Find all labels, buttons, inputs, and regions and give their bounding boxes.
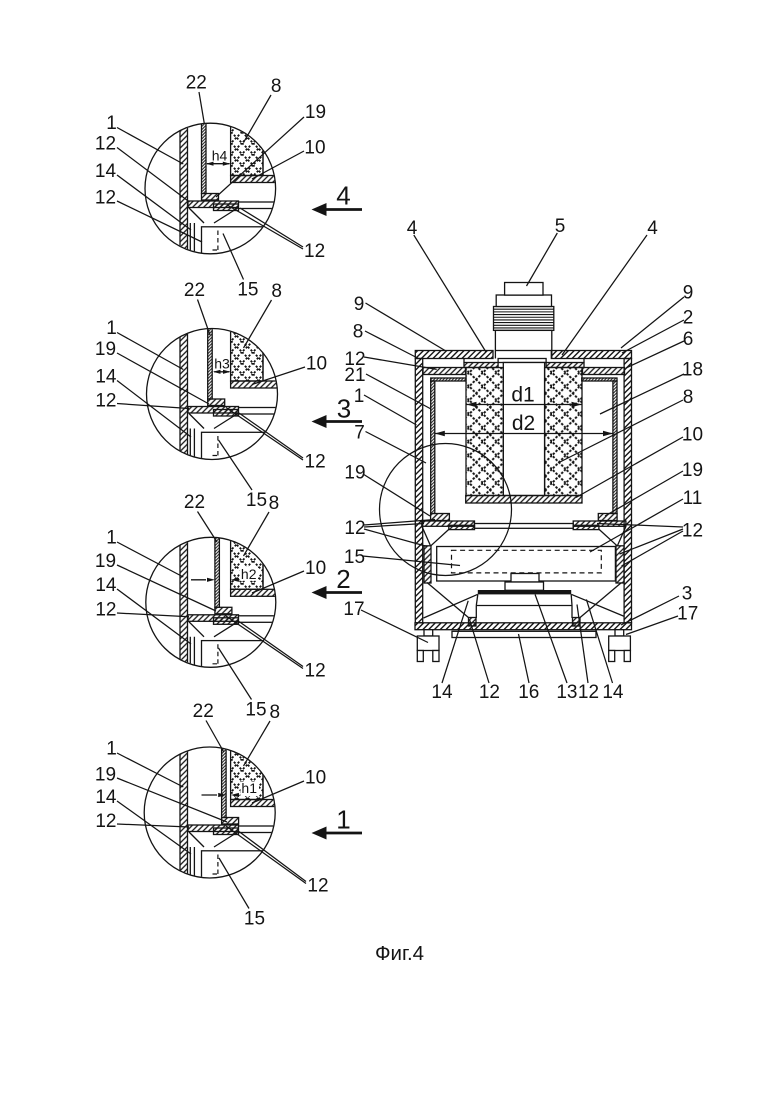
svg-text:1: 1 — [106, 739, 117, 760]
svg-text:3: 3 — [337, 393, 351, 423]
svg-text:12: 12 — [578, 682, 599, 703]
svg-text:d2: d2 — [512, 412, 535, 435]
svg-text:10: 10 — [305, 558, 326, 579]
svg-text:1: 1 — [106, 113, 117, 134]
svg-text:10: 10 — [306, 354, 327, 375]
svg-text:4: 4 — [336, 180, 350, 210]
svg-text:h4: h4 — [212, 148, 228, 164]
svg-text:10: 10 — [305, 767, 326, 788]
svg-text:14: 14 — [431, 682, 453, 703]
svg-text:17: 17 — [677, 603, 698, 624]
svg-text:2: 2 — [683, 307, 694, 328]
svg-text:22: 22 — [193, 701, 214, 722]
svg-text:17: 17 — [343, 599, 364, 620]
svg-text:21: 21 — [344, 365, 365, 386]
svg-text:1: 1 — [336, 804, 350, 834]
svg-text:12: 12 — [95, 600, 116, 621]
svg-text:h2: h2 — [241, 566, 257, 582]
svg-text:9: 9 — [354, 294, 365, 315]
svg-text:9: 9 — [683, 282, 694, 303]
svg-text:18: 18 — [682, 359, 703, 380]
svg-text:8: 8 — [353, 321, 364, 342]
svg-text:15: 15 — [246, 490, 267, 511]
svg-text:16: 16 — [518, 682, 539, 703]
svg-text:19: 19 — [95, 764, 116, 785]
svg-text:4: 4 — [647, 218, 658, 239]
svg-text:h3: h3 — [214, 356, 230, 372]
svg-text:8: 8 — [271, 76, 282, 97]
svg-text:10: 10 — [304, 137, 325, 158]
svg-text:1: 1 — [106, 318, 117, 339]
svg-text:22: 22 — [184, 280, 205, 301]
svg-text:6: 6 — [683, 329, 694, 350]
svg-text:14: 14 — [95, 366, 117, 387]
svg-text:12: 12 — [304, 241, 325, 262]
svg-text:12: 12 — [305, 452, 326, 473]
svg-text:2: 2 — [336, 564, 350, 594]
svg-text:22: 22 — [186, 73, 207, 94]
svg-text:13: 13 — [556, 682, 577, 703]
svg-text:4: 4 — [407, 218, 418, 239]
svg-text:12: 12 — [95, 134, 116, 155]
svg-text:19: 19 — [95, 339, 116, 360]
svg-text:12: 12 — [479, 682, 500, 703]
svg-text:12: 12 — [682, 520, 703, 541]
svg-text:1: 1 — [354, 386, 365, 407]
svg-text:d1: d1 — [511, 384, 534, 407]
svg-text:8: 8 — [269, 493, 280, 514]
svg-text:12: 12 — [95, 390, 116, 411]
svg-text:12: 12 — [305, 660, 326, 681]
svg-text:14: 14 — [95, 161, 117, 182]
svg-text:19: 19 — [344, 462, 365, 483]
svg-text:19: 19 — [305, 102, 326, 123]
svg-text:19: 19 — [682, 460, 703, 481]
svg-text:12: 12 — [344, 349, 365, 370]
svg-text:12: 12 — [95, 811, 116, 832]
svg-text:14: 14 — [602, 682, 624, 703]
svg-text:7: 7 — [354, 422, 365, 443]
svg-text:14: 14 — [95, 575, 117, 596]
svg-text:h1: h1 — [241, 780, 257, 796]
svg-text:12: 12 — [344, 518, 365, 539]
svg-text:5: 5 — [555, 216, 566, 237]
svg-text:12: 12 — [307, 875, 328, 896]
svg-text:Фиг.4: Фиг.4 — [375, 942, 424, 965]
svg-text:3: 3 — [682, 583, 693, 604]
svg-text:14: 14 — [95, 787, 117, 808]
svg-text:8: 8 — [270, 702, 281, 723]
svg-text:19: 19 — [95, 551, 116, 572]
svg-text:8: 8 — [683, 387, 694, 408]
svg-text:10: 10 — [682, 424, 703, 445]
svg-text:12: 12 — [95, 188, 116, 209]
svg-text:22: 22 — [184, 492, 205, 513]
svg-text:15: 15 — [344, 547, 365, 568]
svg-text:15: 15 — [237, 279, 258, 300]
svg-text:15: 15 — [245, 700, 266, 721]
svg-text:8: 8 — [271, 281, 282, 302]
svg-text:11: 11 — [683, 488, 703, 509]
svg-text:15: 15 — [244, 908, 265, 929]
svg-text:1: 1 — [106, 527, 117, 548]
